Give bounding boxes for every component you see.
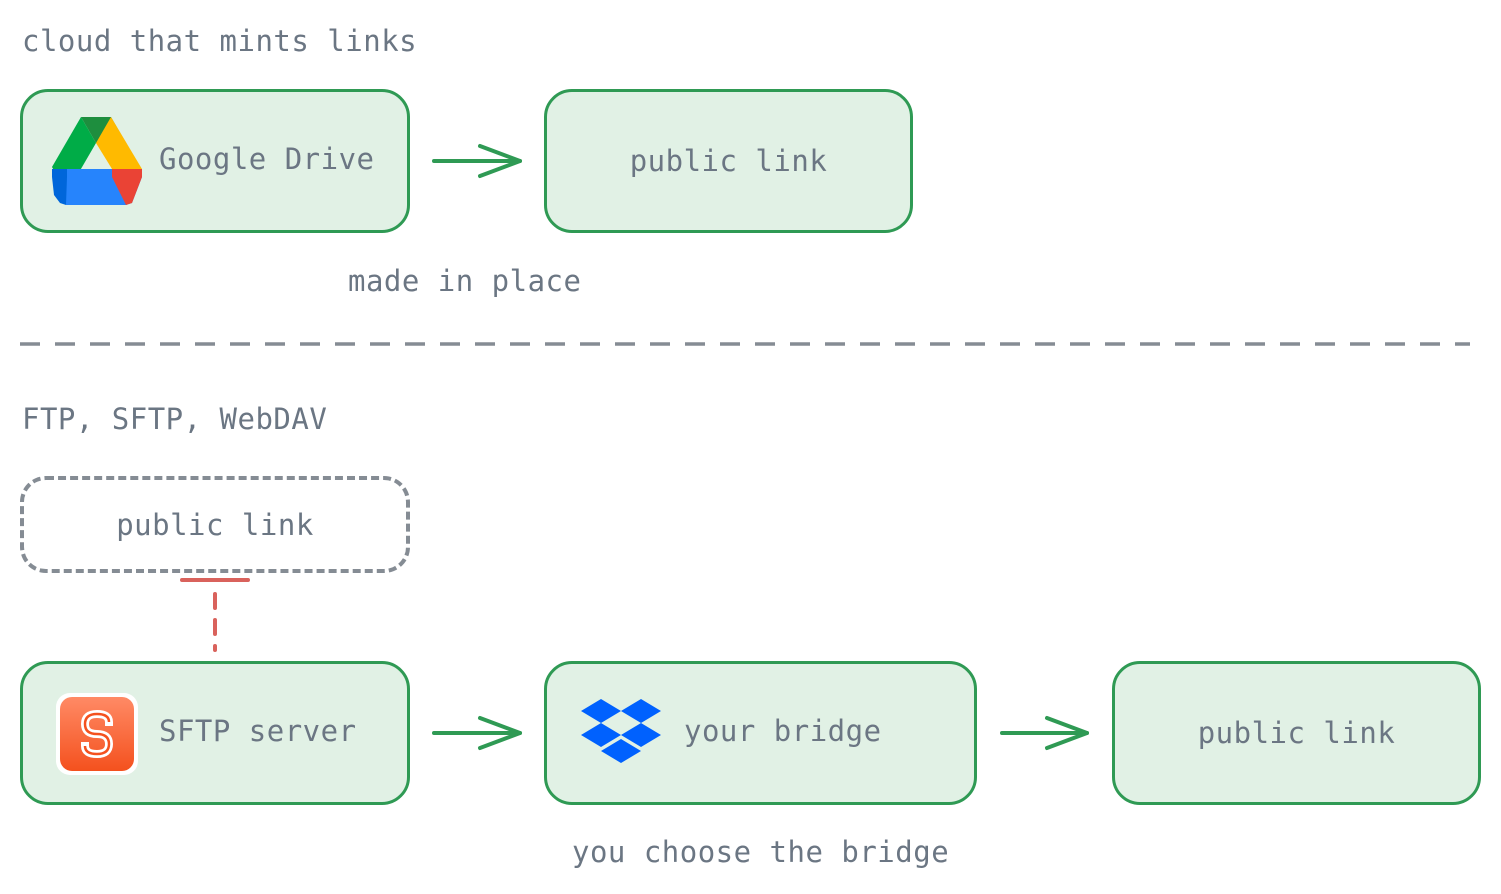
bottom-public-link-label: public link [1197,716,1396,750]
section-title-protocols: FTP, SFTP, WebDAV [22,402,328,436]
bottom-caption: you choose the bridge [572,835,950,869]
blocked-connector [180,578,250,652]
unreachable-public-link-label: public link [116,507,314,542]
bottom-public-link-box: public link [1112,661,1481,805]
arrow-bridge-to-link [1000,716,1089,750]
arrow-sftp-to-bridge [432,716,522,750]
sftp-app-icon [56,693,138,775]
top-public-link-label: public link [629,144,828,178]
arrow-drive-to-link [432,144,522,178]
unreachable-public-link-box: public link [20,476,410,573]
google-drive-label: Google Drive [159,142,375,176]
top-caption: made in place [348,264,582,298]
sftp-server-label: SFTP server [159,714,357,748]
section-title-cloud: cloud that mints links [22,24,418,58]
dropbox-icon [581,699,661,763]
bridge-label: your bridge [684,714,882,748]
top-public-link-box: public link [544,89,913,233]
google-drive-icon [52,117,142,205]
